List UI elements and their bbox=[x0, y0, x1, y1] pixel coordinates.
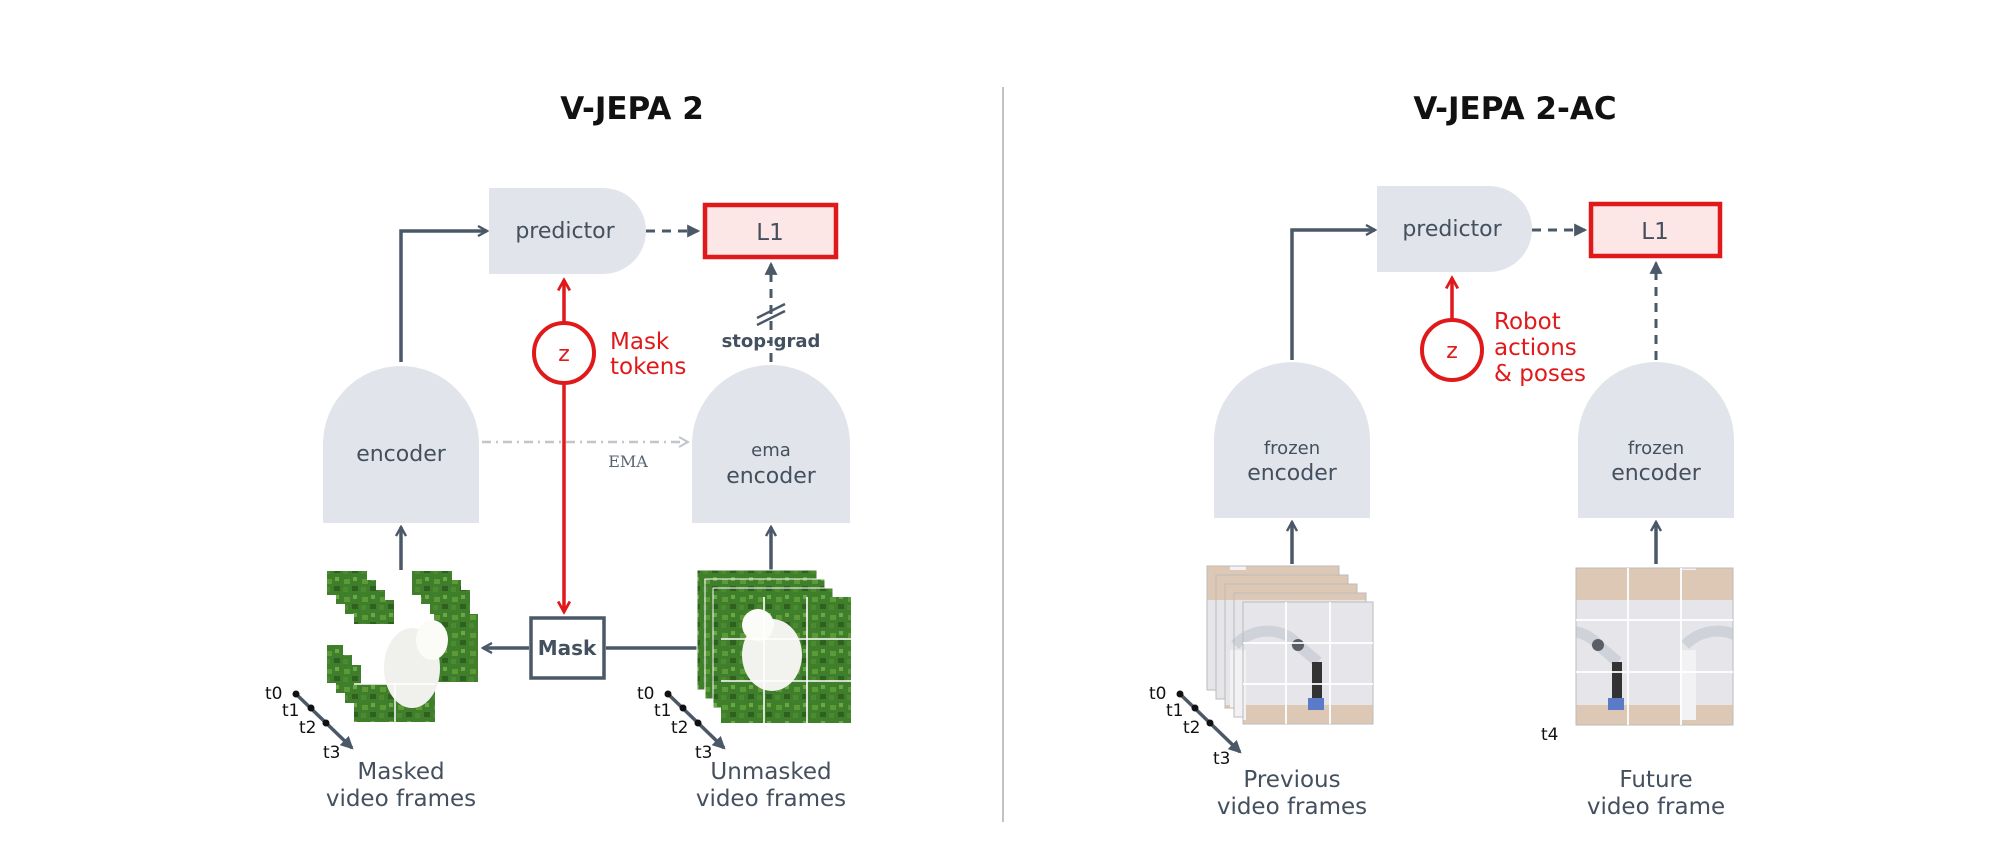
svg-text:t1: t1 bbox=[282, 701, 299, 721]
left-l1-loss-box bbox=[702, 202, 839, 260]
left-mask-box bbox=[529, 616, 606, 680]
future-video-frame bbox=[1575, 567, 1734, 726]
left-unmasked-caption-1: Unmasked bbox=[710, 759, 831, 785]
left-ema-encoder-bottom-label: encoder bbox=[726, 464, 817, 489]
right-previous-caption-2: video frames bbox=[1217, 794, 1367, 820]
right-predictor-block bbox=[1377, 186, 1532, 272]
left-z-circle bbox=[532, 321, 596, 385]
right-robot-label-2: actions bbox=[1494, 335, 1577, 361]
svg-text:t0: t0 bbox=[637, 684, 654, 704]
left-mask-tokens-label-1: Mask bbox=[610, 329, 670, 355]
stopgrad-slash-2 bbox=[756, 309, 786, 327]
left-predictor-label: predictor bbox=[515, 219, 615, 244]
svg-text:t2: t2 bbox=[671, 718, 688, 738]
svg-text:t3: t3 bbox=[323, 743, 340, 763]
left-masked-caption-1: Masked bbox=[357, 759, 444, 785]
right-l1-loss-box bbox=[1588, 201, 1723, 259]
right-robot-label-3: & poses bbox=[1494, 361, 1586, 387]
svg-text:t1: t1 bbox=[654, 701, 671, 721]
left-title: V-JEPA 2 bbox=[560, 91, 704, 127]
right-future-caption-2: video frame bbox=[1587, 794, 1725, 820]
left-z-label: z bbox=[558, 342, 570, 367]
right-z-circle bbox=[1420, 318, 1484, 382]
previous-video-frames bbox=[1206, 565, 1374, 725]
left-ema-encoder-top-label: ema bbox=[751, 440, 791, 461]
svg-text:t3: t3 bbox=[695, 743, 712, 763]
unmasked-video-frames bbox=[696, 569, 851, 723]
right-frozen-encoder-1-top: frozen bbox=[1264, 438, 1320, 459]
left-ema-label: EMA bbox=[608, 452, 648, 471]
left-ema-encoder-block bbox=[692, 365, 850, 523]
left-mask-box-label: Mask bbox=[538, 636, 597, 660]
right-robot-label-1: Robot bbox=[1494, 309, 1561, 335]
left-stopgrad-label: stop-grad bbox=[722, 331, 821, 352]
left-masked-time-axis: t0 t1 t2 t3 bbox=[265, 684, 354, 763]
svg-text:t3: t3 bbox=[1213, 749, 1230, 769]
svg-text:t0: t0 bbox=[265, 684, 282, 704]
right-frozen-encoder-future bbox=[1578, 362, 1734, 518]
left-unmasked-caption-2: video frames bbox=[696, 786, 846, 812]
left-unmasked-time-axis: t0 t1 t2 t3 bbox=[637, 684, 726, 763]
right-l1-label: L1 bbox=[1641, 219, 1668, 245]
svg-text:t2: t2 bbox=[299, 718, 316, 738]
left-masked-caption-2: video frames bbox=[326, 786, 476, 812]
right-previous-time-axis: t0 t1 t2 t3 bbox=[1149, 684, 1242, 769]
right-encoder-to-predictor-arrow bbox=[1290, 230, 1375, 360]
right-previous-caption-1: Previous bbox=[1243, 767, 1340, 793]
left-encoder-label: encoder bbox=[356, 442, 447, 467]
masked-video-frames bbox=[327, 571, 478, 722]
t4-label: t4 bbox=[1541, 725, 1558, 745]
right-frozen-encoder-previous bbox=[1214, 362, 1370, 518]
left-predictor-block bbox=[489, 188, 646, 274]
left-encoder-block bbox=[323, 366, 479, 523]
svg-text:t1: t1 bbox=[1166, 701, 1183, 721]
right-future-caption-1: Future bbox=[1619, 767, 1692, 793]
left-mask-tokens-label-2: tokens bbox=[610, 354, 686, 380]
right-predictor-label: predictor bbox=[1402, 217, 1502, 242]
right-frozen-encoder-1-bottom: encoder bbox=[1247, 461, 1338, 486]
left-encoder-to-predictor-arrow bbox=[399, 231, 487, 362]
svg-text:t0: t0 bbox=[1149, 684, 1166, 704]
right-frozen-encoder-2-top: frozen bbox=[1628, 438, 1684, 459]
stopgrad-slash-1 bbox=[756, 302, 786, 320]
right-frozen-encoder-2-bottom: encoder bbox=[1611, 461, 1702, 486]
right-title: V-JEPA 2-AC bbox=[1413, 91, 1616, 127]
right-z-label: z bbox=[1446, 339, 1458, 364]
svg-text:t2: t2 bbox=[1183, 718, 1200, 738]
left-l1-label: L1 bbox=[756, 220, 783, 246]
